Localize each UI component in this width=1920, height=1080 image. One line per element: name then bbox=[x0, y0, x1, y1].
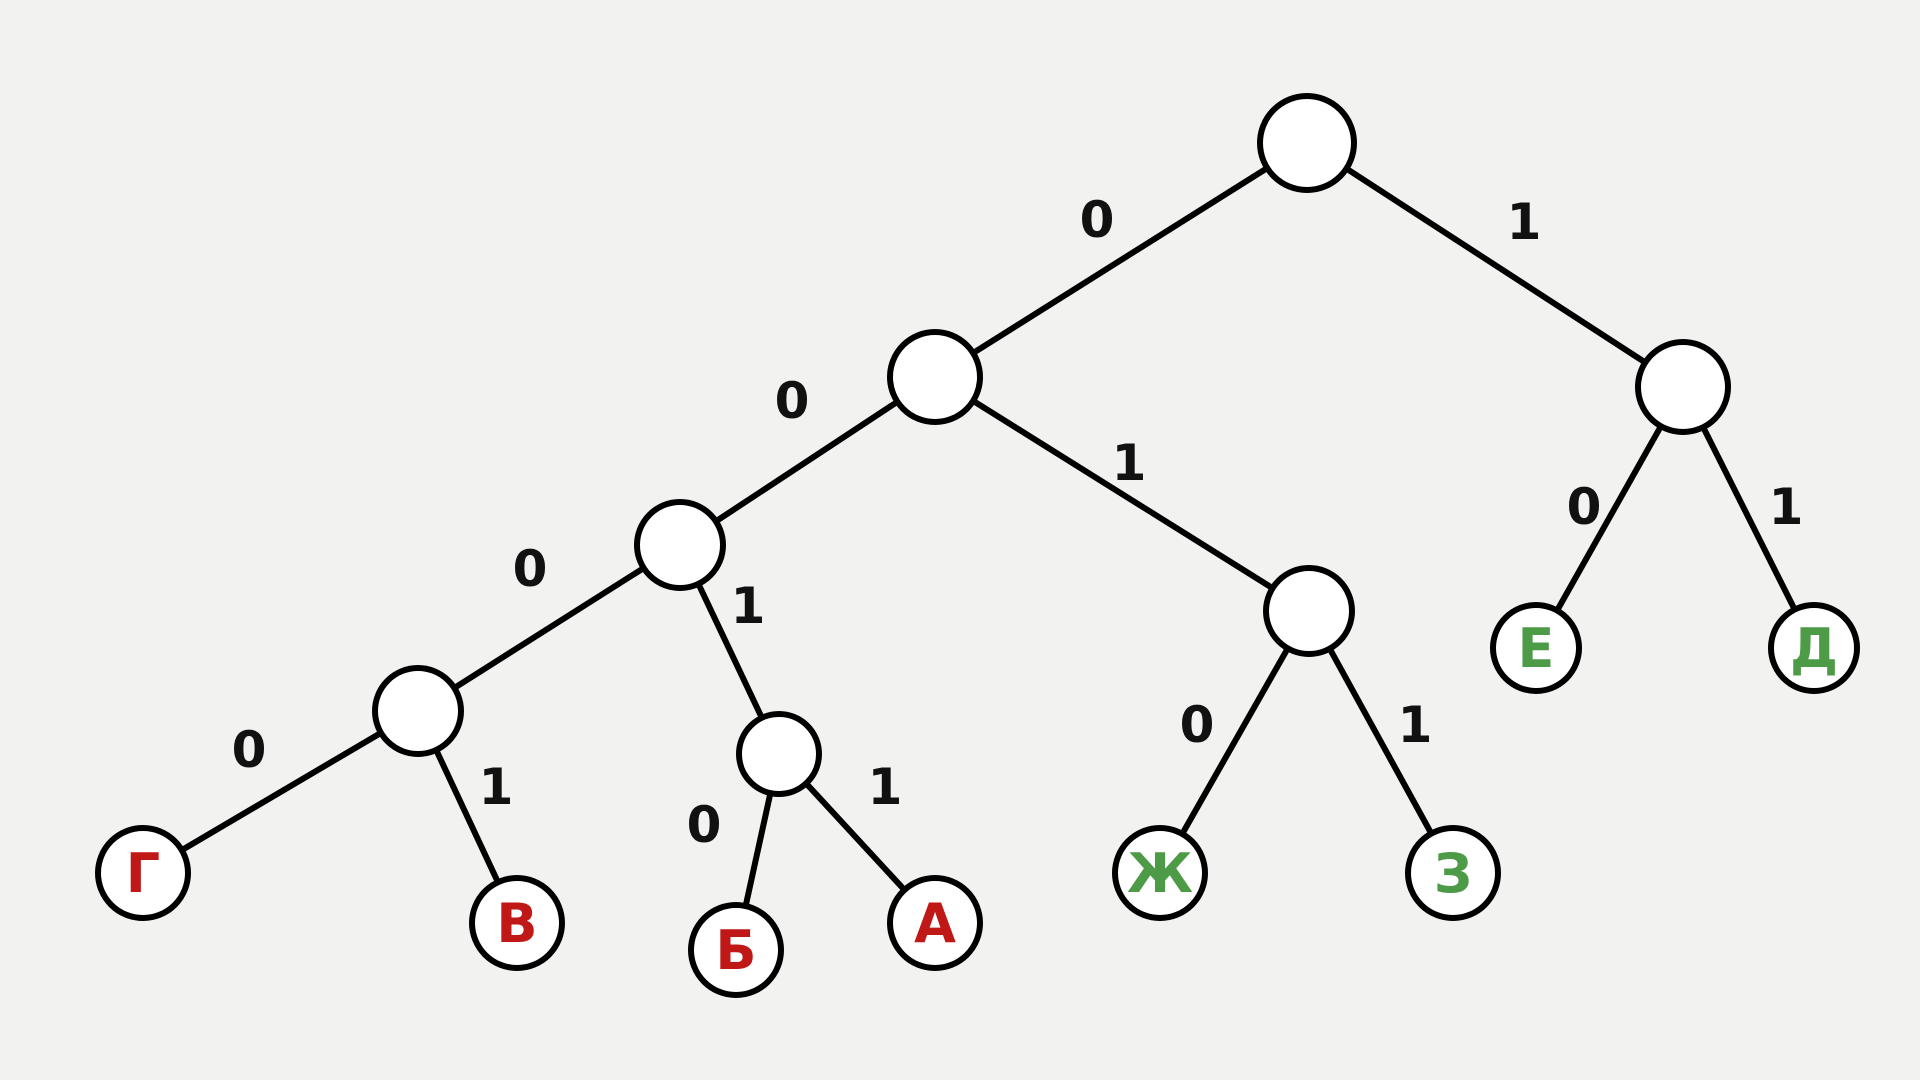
leaf-node-zh bbox=[1112, 825, 1208, 921]
internal-node-root bbox=[1257, 93, 1357, 193]
leaf-node-b bbox=[688, 902, 784, 998]
leaf-letter-g: Г bbox=[126, 842, 160, 905]
edge-bit-label-r-d: 1 bbox=[1769, 478, 1804, 536]
leaf-letter-d: Д bbox=[1790, 617, 1838, 680]
tree-edge-ll-lll bbox=[415, 542, 683, 714]
internal-node-lr bbox=[1263, 565, 1355, 657]
edge-bit-label-l-lr: 1 bbox=[1112, 434, 1147, 492]
leaf-node-a bbox=[887, 875, 983, 971]
tree-edge-l-lr bbox=[932, 374, 1312, 614]
tree-edge-root-r bbox=[1304, 140, 1686, 390]
leaf-letter-a: А bbox=[914, 892, 956, 955]
edge-bit-label-ll-lll: 0 bbox=[513, 540, 548, 598]
tree-edge-l-ll bbox=[677, 374, 938, 548]
leaf-letter-b: Б bbox=[715, 919, 756, 982]
leaf-letter-v: В bbox=[496, 892, 537, 955]
tree-edge-lr-zh bbox=[1157, 608, 1312, 876]
edge-bit-label-lll-g: 0 bbox=[232, 721, 267, 779]
edge-bit-label-ll-llr: 1 bbox=[731, 577, 766, 635]
leaf-node-v bbox=[469, 875, 565, 971]
tree-edge-lll-g bbox=[140, 708, 421, 876]
leaf-node-d bbox=[1768, 602, 1860, 694]
edge-bit-label-root-r: 1 bbox=[1507, 193, 1542, 251]
edge-bit-label-lll-v: 1 bbox=[479, 758, 514, 816]
internal-node-l bbox=[887, 329, 983, 425]
edge-bit-label-root-l: 0 bbox=[1080, 191, 1115, 249]
edge-bit-label-r-e: 0 bbox=[1567, 478, 1602, 536]
leaf-node-g bbox=[95, 825, 191, 921]
tree-edge-r-e bbox=[1533, 384, 1686, 651]
tree-edge-root-l bbox=[932, 140, 1310, 380]
leaf-letter-z: З bbox=[1434, 842, 1472, 905]
tree-edge-r-d bbox=[1680, 384, 1817, 651]
edge-bit-label-lr-z: 1 bbox=[1398, 696, 1433, 754]
edge-bit-label-llr-a: 1 bbox=[868, 758, 903, 816]
leaf-node-e bbox=[1490, 602, 1582, 694]
leaf-letter-e: Е bbox=[1518, 617, 1555, 680]
leaf-letter-zh: Ж bbox=[1127, 842, 1193, 905]
internal-node-llr bbox=[736, 711, 822, 797]
internal-node-lll bbox=[372, 665, 464, 757]
edge-bit-label-l-ll: 0 bbox=[775, 372, 810, 430]
internal-node-ll bbox=[634, 499, 726, 591]
internal-node-r bbox=[1635, 339, 1731, 435]
edge-bit-label-lr-zh: 0 bbox=[1180, 696, 1215, 754]
leaf-node-z bbox=[1405, 825, 1501, 921]
tree-edge-lr-z bbox=[1306, 608, 1456, 876]
edge-bit-label-llr-b: 0 bbox=[687, 796, 722, 854]
